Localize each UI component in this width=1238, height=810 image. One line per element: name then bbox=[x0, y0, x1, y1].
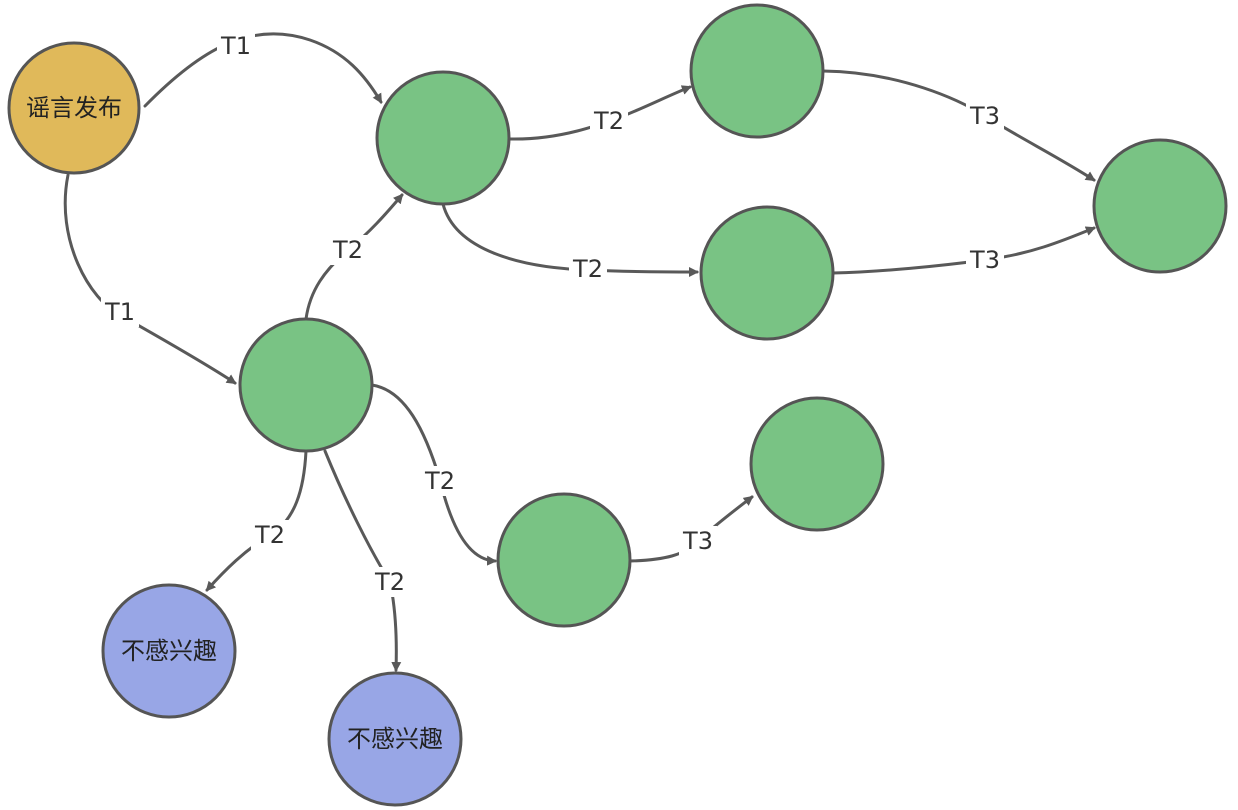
edge-label: T2 bbox=[424, 467, 455, 495]
edge-label-background bbox=[329, 235, 367, 265]
spreader-node-circle bbox=[689, 3, 825, 139]
edge-label: T1 bbox=[220, 32, 251, 60]
edge-label: T1 bbox=[104, 298, 135, 326]
edge-n2-to-n6: T2 bbox=[370, 383, 497, 566]
node-u1: 不感兴趣 bbox=[101, 583, 237, 719]
edge-label-background bbox=[251, 520, 289, 550]
edge-label: T3 bbox=[969, 102, 1000, 130]
node-n6 bbox=[496, 492, 632, 628]
edge-label-background bbox=[679, 526, 717, 556]
node-n4 bbox=[699, 205, 835, 341]
edge-label: T2 bbox=[593, 107, 624, 135]
uninterested-node-circle bbox=[327, 671, 463, 807]
spreader-node-circle bbox=[1092, 138, 1228, 274]
edge-arrow bbox=[821, 69, 1096, 182]
edge-n6-to-n7: T3 bbox=[628, 495, 754, 563]
edge-label-background bbox=[371, 567, 409, 597]
spreader-node-circle bbox=[496, 492, 632, 628]
edge-label-background bbox=[966, 101, 1004, 131]
spreader-node-circle bbox=[375, 70, 511, 206]
edge-rumor-to-n2: T1 bbox=[63, 173, 237, 385]
edge-arrow bbox=[323, 449, 402, 672]
edge-n1-to-n4: T2 bbox=[441, 202, 699, 284]
edge-label-background bbox=[966, 245, 1004, 275]
edge-n4-to-n5: T3 bbox=[831, 226, 1096, 275]
edge-label-background bbox=[101, 297, 139, 327]
node-n7 bbox=[749, 396, 885, 532]
node-rumor: 谣言发布 bbox=[7, 41, 141, 175]
edge-label: T3 bbox=[682, 527, 713, 555]
spreader-node-circle bbox=[699, 205, 835, 341]
node-label: 谣言发布 bbox=[26, 94, 122, 122]
spreader-node-circle bbox=[238, 317, 374, 453]
edge-label: T2 bbox=[572, 255, 603, 283]
edge-arrow bbox=[63, 173, 237, 385]
edge-arrow bbox=[143, 32, 383, 108]
node-label: 不感兴趣 bbox=[121, 637, 217, 665]
node-label: 不感兴趣 bbox=[347, 725, 443, 753]
edge-n2-to-n1: T2 bbox=[304, 193, 404, 321]
edge-rumor-to-n1: T1 bbox=[143, 31, 383, 108]
node-n1 bbox=[375, 70, 511, 206]
spreader-node-circle bbox=[749, 396, 885, 532]
uninterested-node-circle bbox=[101, 583, 237, 719]
node-n2 bbox=[238, 317, 374, 453]
node-u2: 不感兴趣 bbox=[327, 671, 463, 807]
edge-label: T2 bbox=[254, 521, 285, 549]
node-n3 bbox=[689, 3, 825, 139]
edge-label: T2 bbox=[332, 236, 363, 264]
edge-label-background bbox=[569, 254, 607, 284]
edge-n3-to-n5: T3 bbox=[821, 69, 1096, 182]
edge-arrow bbox=[831, 226, 1096, 275]
node-n5 bbox=[1092, 138, 1228, 274]
edge-label: T3 bbox=[969, 246, 1000, 274]
edge-label: T2 bbox=[374, 568, 405, 596]
edge-label-background bbox=[421, 466, 459, 496]
edge-n1-to-n3: T2 bbox=[508, 85, 692, 141]
source-node-circle bbox=[7, 41, 141, 175]
edge-n2-to-u1: T2 bbox=[205, 449, 308, 592]
edge-label-background bbox=[217, 31, 255, 61]
edge-n2-to-u2: T2 bbox=[323, 449, 409, 672]
edge-label-background bbox=[590, 106, 628, 136]
